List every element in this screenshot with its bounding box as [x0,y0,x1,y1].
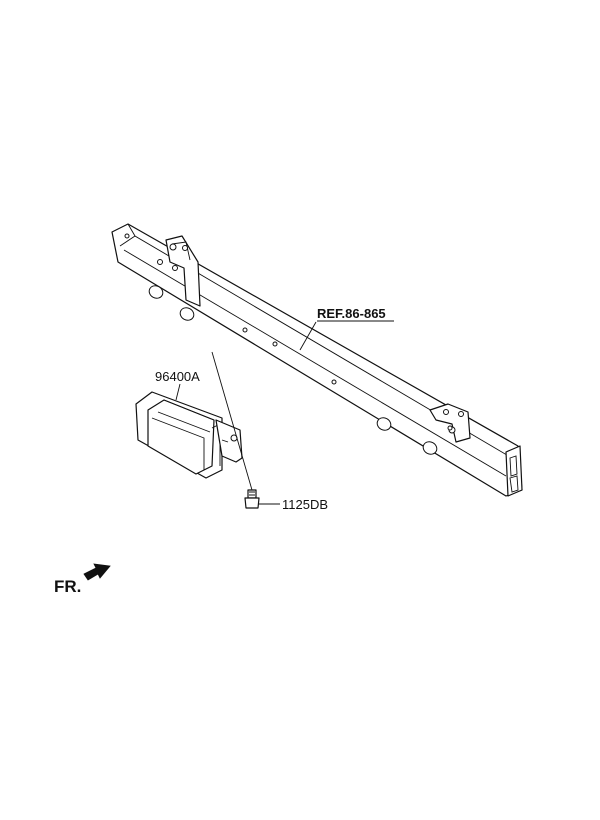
reference-label: REF.86-865 [317,306,386,321]
front-arrow-icon [83,563,111,581]
bolt [244,489,260,509]
bumper-beam [111,223,523,497]
direction-label: FR. [54,577,81,596]
leader-sensor [175,383,181,401]
sensor-module [135,391,243,479]
bolt-part-label: 1125DB [282,497,328,512]
leader-reference [299,321,317,351]
sensor-part-label: 96400A [155,369,200,384]
leader-bolt-beam [211,351,253,491]
